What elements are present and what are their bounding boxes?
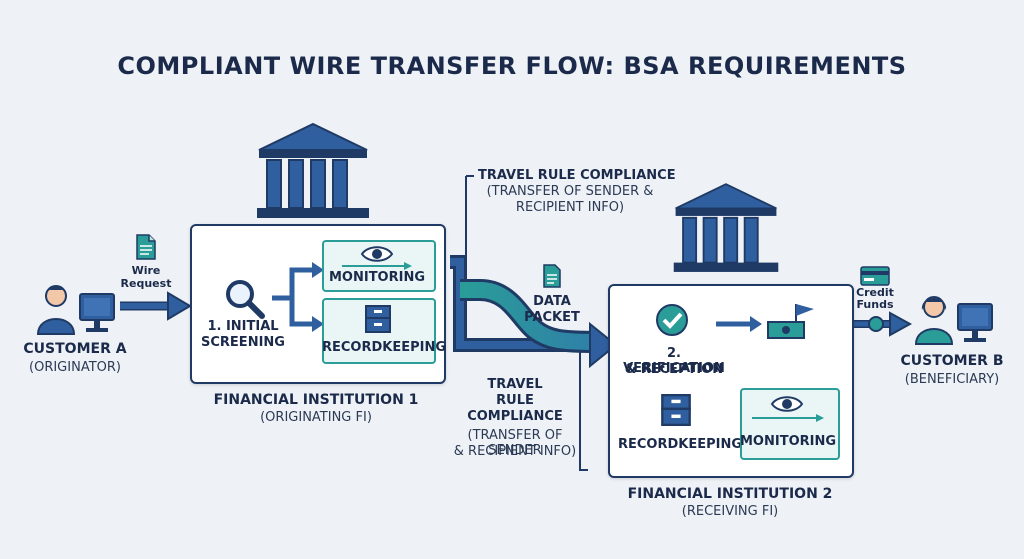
travel-rule-top-desc-1: (TRANSFER OF SENDER & — [486, 184, 654, 199]
fi2-step-label-2: & RECEPTION — [624, 362, 724, 377]
fi2-arrow — [716, 316, 762, 332]
customer-a-role: (ORIGINATOR) — [29, 360, 121, 375]
computer-icon — [79, 293, 115, 332]
customer-a-name: CUSTOMER A — [23, 341, 127, 357]
fi2-name: FINANCIAL INSTITUTION 2 — [627, 486, 833, 502]
bank-icon-fi2 — [673, 183, 779, 272]
travel-rule-bottom-desc-2: & RECIPIENT INFO) — [453, 444, 577, 459]
credit-card-icon — [860, 266, 890, 286]
data-packet-label-2: PACKET — [524, 310, 580, 325]
travel-rule-bottom-title-2: RULE — [496, 393, 534, 408]
travel-rule-top-title: TRAVEL RULE COMPLIANCE — [478, 168, 676, 183]
wire-request-label-1: Wire — [131, 264, 161, 277]
fi1-branch-arrows — [272, 262, 324, 332]
fi1-step-label-1: 1. INITIAL — [207, 319, 279, 334]
person-icon — [36, 285, 76, 335]
customer-a-icon — [36, 285, 115, 335]
transfer-pipe — [450, 255, 618, 369]
fi2-monitoring-label: MONITORING — [740, 434, 837, 449]
cash-flag-icon — [767, 304, 814, 339]
travel-rule-bottom-desc-1: (TRANSFER OF SENDER — [467, 428, 563, 458]
travel-rule-top-desc-2: RECIPIENT INFO) — [515, 200, 625, 215]
fi1-recordkeeping-label: RECORDKEEPING — [322, 340, 447, 355]
bank-icon-fi1 — [257, 122, 369, 218]
fi1-role: (ORIGINATING FI) — [260, 410, 372, 425]
fi2-monitoring-box — [740, 388, 840, 460]
fi2-recordkeeping-label: RECORDKEEPING — [618, 437, 743, 452]
eye-icon — [360, 246, 394, 262]
wire-request-label-2: Request — [120, 277, 172, 290]
flow-line-icon — [342, 262, 412, 270]
callout-line-bottom — [579, 350, 588, 471]
fi1-name: FINANCIAL INSTITUTION 1 — [213, 392, 419, 408]
magnifier-icon — [226, 280, 265, 319]
page-title: COMPLIANT WIRE TRANSFER FLOW: BSA REQUIR… — [117, 52, 907, 80]
flow-line-icon — [752, 414, 824, 422]
data-packet-icon — [543, 264, 561, 288]
travel-rule-bottom-title-1: TRAVEL — [487, 377, 543, 392]
customer-b-role: (BENEFICIARY) — [904, 372, 1000, 387]
customer-b-icon — [914, 296, 993, 345]
fi2-role: (RECEIVING FI) — [681, 504, 779, 519]
computer-icon — [957, 303, 993, 342]
fi2-step-label-1: 2. VERIFICATION — [623, 346, 725, 376]
travel-rule-bottom-title-3: COMPLIANCE — [467, 409, 563, 424]
data-packet-label-1: DATA — [533, 294, 571, 309]
credit-funds-label-2: Funds — [856, 298, 894, 311]
eye-icon — [770, 396, 804, 412]
customer-b-name: CUSTOMER B — [900, 353, 1004, 369]
person-icon — [914, 296, 954, 345]
document-icon — [136, 234, 156, 260]
file-box-icon — [661, 394, 691, 426]
credit-funds-label-1: Credit — [856, 286, 894, 299]
file-box-icon — [365, 305, 391, 333]
checkmark-icon — [656, 304, 688, 336]
fi1-monitoring-label: MONITORING — [328, 270, 426, 285]
fi1-step-label-2: SCREENING — [201, 335, 285, 350]
arrow-fi2-to-customer-b — [850, 311, 913, 337]
arrow-customer-a-to-fi1 — [120, 291, 192, 321]
